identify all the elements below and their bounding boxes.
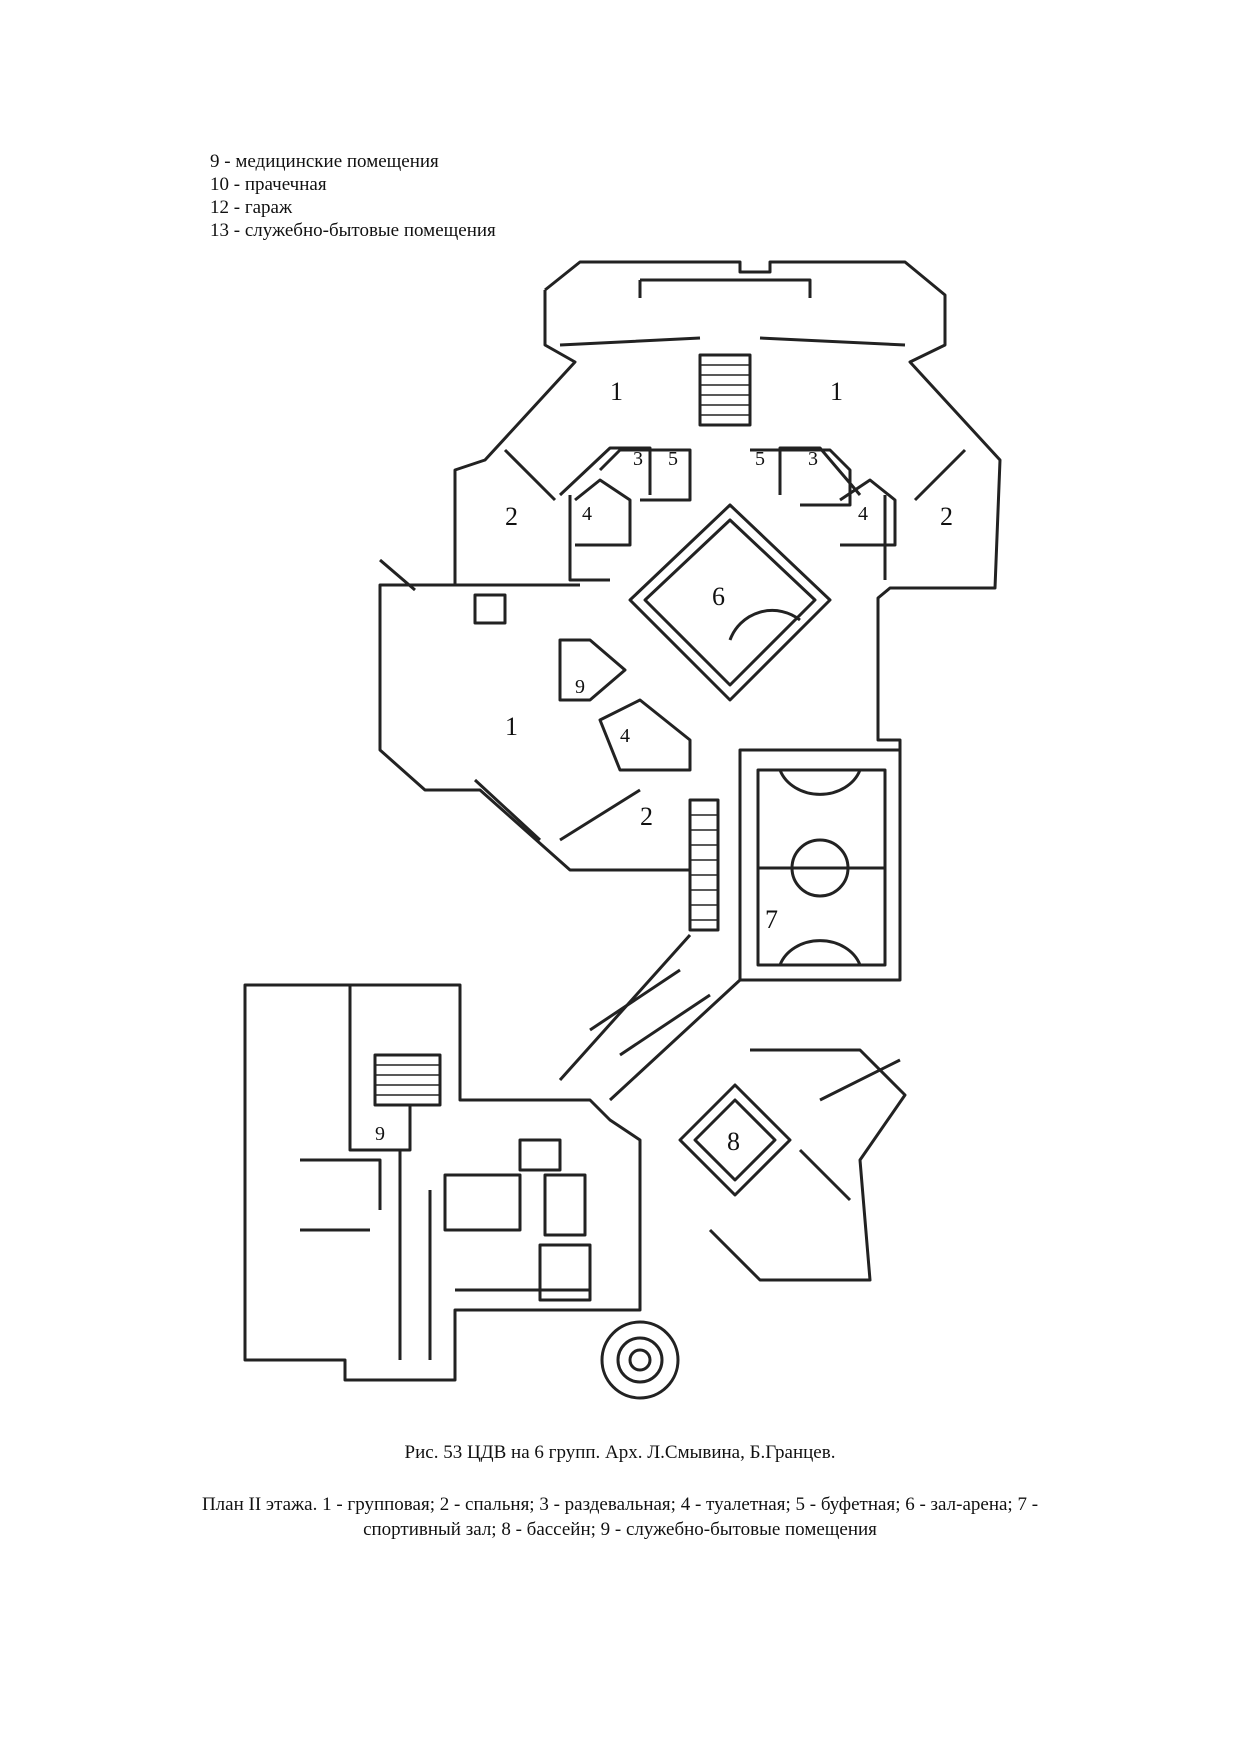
room-label: 5 [755,448,765,470]
room-label: 8 [727,1127,740,1156]
room-label: 4 [620,725,630,747]
legend-list: 9 - медицинские помещения 10 - прачечная… [210,150,496,242]
legend-item: 13 - служебно-бытовые помещения [210,220,496,241]
legend-item: 10 - прачечная [210,174,327,195]
room-label: 9 [575,676,585,698]
room-label: 1 [505,712,518,741]
legend-item: 9 - медицинские помещения [210,151,439,172]
room-label: 7 [765,905,778,934]
figure-caption-body: План II этажа. 1 - групповая; 2 - спальн… [201,1494,1039,1540]
room-label: 5 [668,448,678,470]
room-label: 4 [858,503,868,525]
room-label: 2 [505,502,518,531]
room-label: 1 [610,377,623,406]
room-label: 3 [633,448,643,470]
room-label: 3 [808,448,818,470]
legend-item: 12 - гараж [210,197,293,218]
room-label: 2 [640,802,653,831]
room-label: 9 [375,1123,385,1145]
figure-caption-title: Рис. 53 ЦДВ на 6 групп. Арх. Л.Смывина, … [404,1442,836,1463]
room-label: 2 [940,502,953,531]
room-label: 4 [582,503,592,525]
room-label: 6 [712,582,725,611]
room-label: 1 [830,377,843,406]
